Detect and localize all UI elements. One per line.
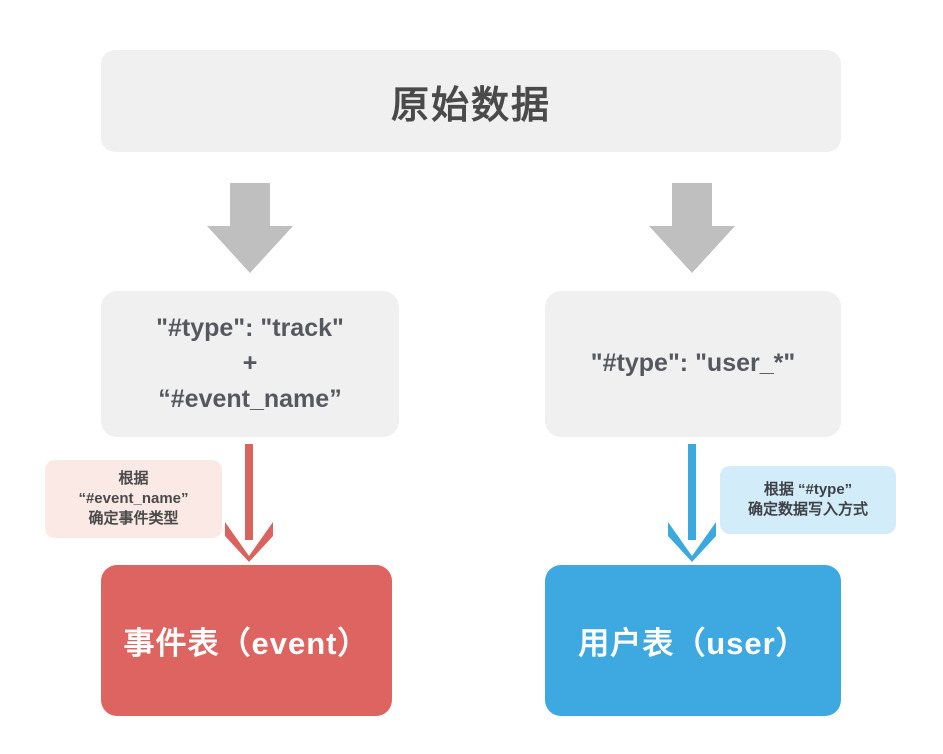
node-event-table-label: 事件表（event） xyxy=(123,626,370,661)
callout-event-name-rule: 根据 “#event_name” 确定事件类型 xyxy=(45,460,222,538)
user-flow-arrow xyxy=(665,444,719,562)
node-user-table: 用户表（user） xyxy=(545,565,841,716)
down-line-arrow-icon xyxy=(668,444,716,562)
node-track-condition-label: "#type": "track" + “#event_name” xyxy=(156,311,344,418)
type-rule-line-2: 确定数据写入方式 xyxy=(747,501,868,518)
node-user-table-label: 用户表（user） xyxy=(578,626,808,661)
split-arrow-left xyxy=(200,183,300,278)
down-block-arrow-icon xyxy=(207,183,293,273)
callout-event-name-rule-label: 根据 “#event_name” 确定事件类型 xyxy=(78,469,188,530)
node-raw-data: 原始数据 xyxy=(101,50,841,152)
callout-type-rule-label: 根据 “#type” 确定数据写入方式 xyxy=(748,480,868,521)
event-flow-arrow xyxy=(222,444,276,562)
split-arrow-right xyxy=(642,183,742,278)
track-condition-line-1: "#type": "track" xyxy=(156,313,344,342)
node-track-condition: "#type": "track" + “#event_name” xyxy=(101,291,399,437)
node-user-condition-label: "#type": "user_*" xyxy=(590,349,796,378)
node-event-table: 事件表（event） xyxy=(101,565,392,716)
down-line-arrow-icon xyxy=(225,444,273,562)
callout-type-rule: 根据 “#type” 确定数据写入方式 xyxy=(720,466,896,534)
event-name-rule-line-3: 确定事件类型 xyxy=(88,510,179,528)
event-name-rule-line-1: 根据 xyxy=(118,469,149,487)
node-raw-data-label: 原始数据 xyxy=(390,84,551,127)
down-block-arrow-icon xyxy=(649,183,735,273)
track-condition-line-2: + xyxy=(242,349,258,378)
event-name-rule-line-2: “#event_name” xyxy=(78,489,189,507)
node-user-condition: "#type": "user_*" xyxy=(545,291,841,437)
type-rule-line-1: 根据 “#type” xyxy=(763,480,853,498)
track-condition-line-3: “#event_name” xyxy=(158,384,342,413)
